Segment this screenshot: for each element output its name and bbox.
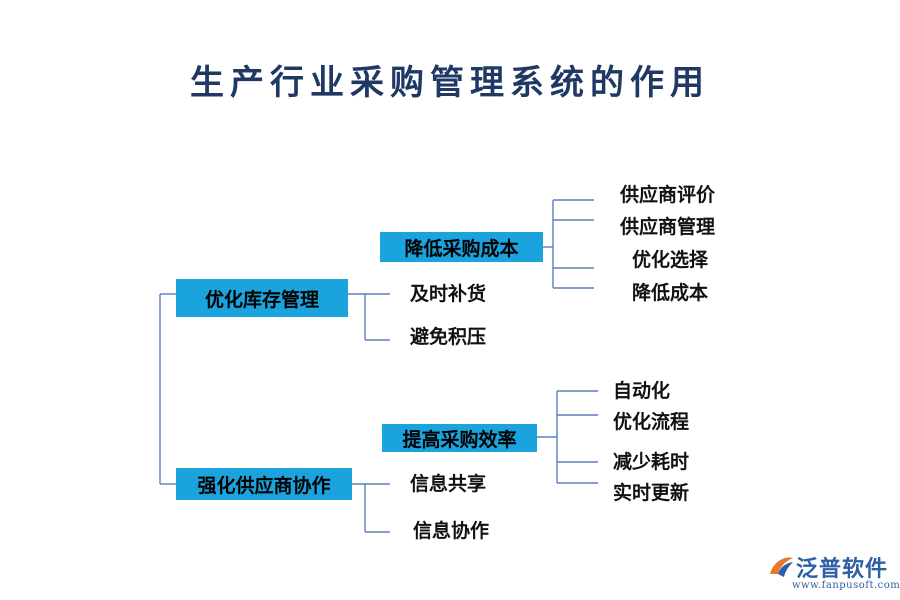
leaf-information-sharing: 信息共享 (410, 473, 487, 495)
brand-logo: 泛普软件 (766, 551, 888, 583)
node-label: 提高采购效率 (402, 428, 517, 451)
leaf-realtime-update: 实时更新 (613, 482, 690, 504)
node-label: 降低采购成本 (404, 237, 519, 260)
node-improve-efficiency: 提高采购效率 (382, 424, 537, 452)
leaf-optimize-selection: 优化选择 (632, 249, 709, 271)
node-optimize-inventory: 优化库存管理 (176, 279, 348, 317)
node-label: 强化供应商协作 (197, 474, 331, 497)
node-label: 优化库存管理 (204, 288, 319, 311)
leaf-optimize-process: 优化流程 (613, 411, 690, 433)
leaf-reduce-cost: 降低成本 (632, 282, 709, 304)
leaf-information-collaboration: 信息协作 (413, 520, 490, 542)
leaf-automation: 自动化 (613, 380, 671, 402)
leaf-reduce-time: 减少耗时 (613, 451, 690, 473)
leaf-supplier-management: 供应商管理 (620, 216, 716, 238)
logo-icon (770, 557, 793, 577)
logo-url: www.fanpusoft.com (792, 580, 900, 591)
leaf-timely-restock: 及时补货 (410, 283, 487, 305)
logo-name: 泛普软件 (796, 557, 889, 582)
node-reduce-cost: 降低采购成本 (380, 232, 543, 262)
node-strengthen-supplier-collaboration: 强化供应商协作 (176, 468, 352, 500)
leaf-avoid-overstock: 避免积压 (410, 326, 487, 348)
page-title: 生产行业采购管理系统的作用 (190, 63, 710, 103)
leaf-supplier-evaluation: 供应商评价 (620, 184, 716, 206)
